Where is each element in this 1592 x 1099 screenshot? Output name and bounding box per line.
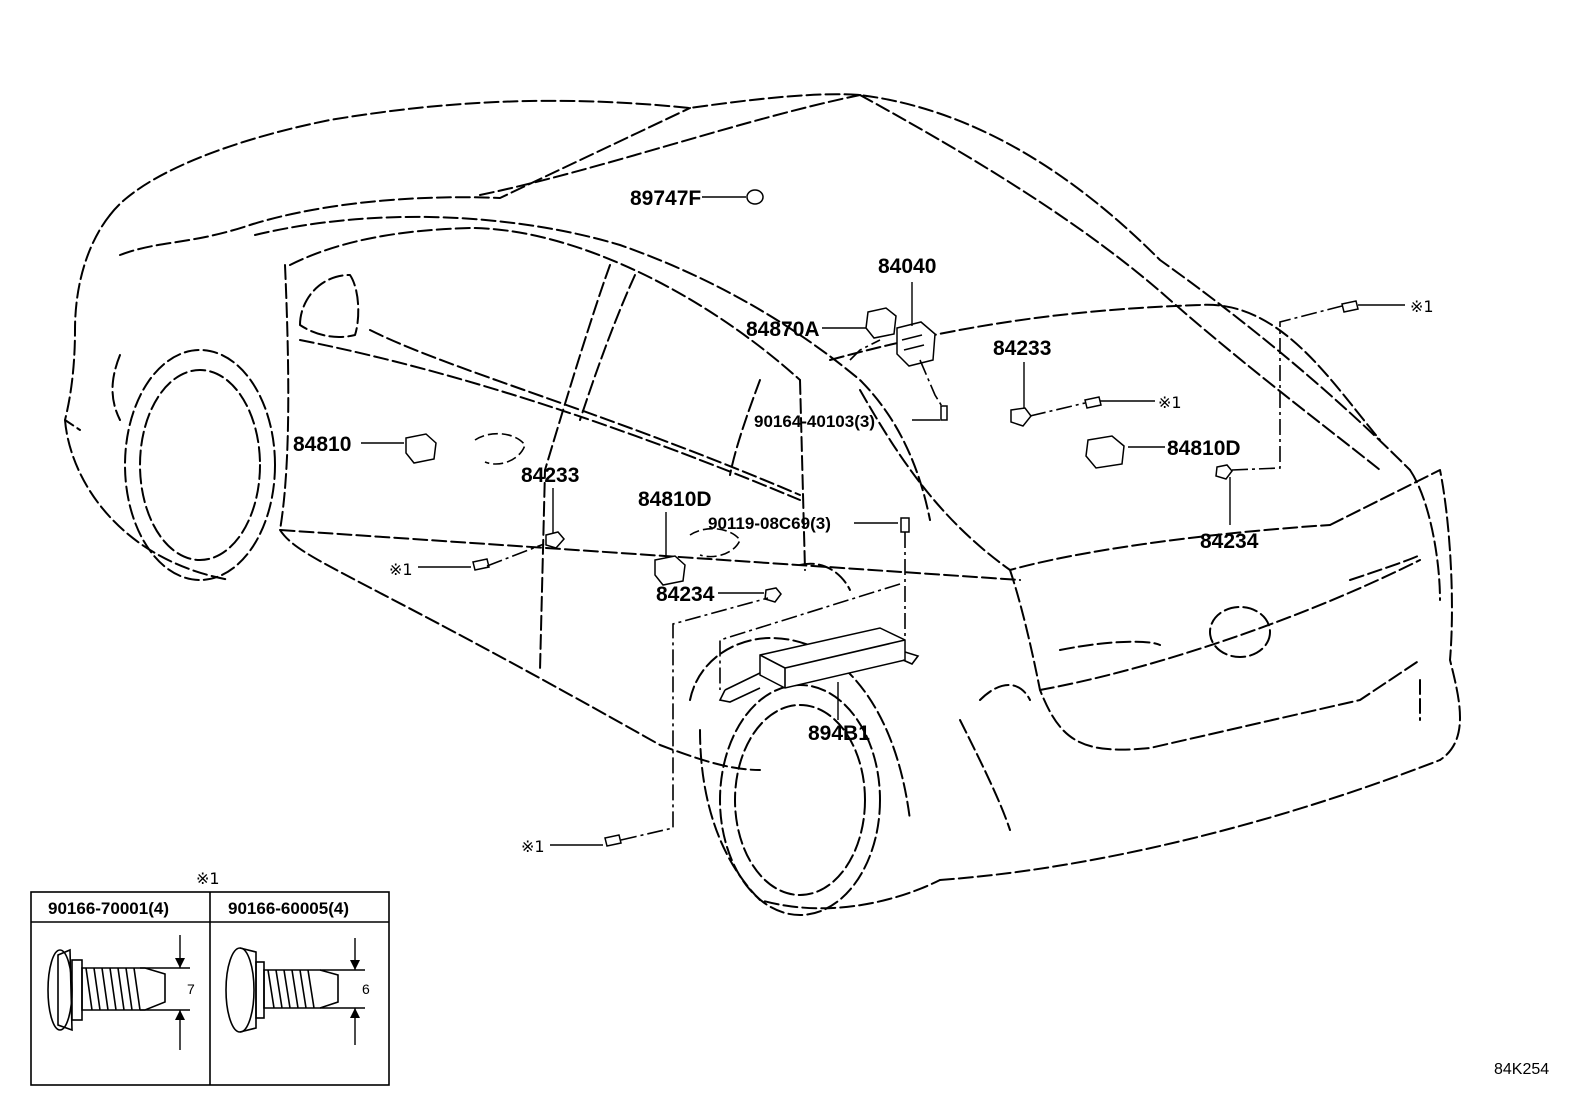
screw-part-1: 90166-70001(4) bbox=[48, 899, 169, 918]
screw-part-2: 90166-60005(4) bbox=[228, 899, 349, 918]
screw-mark-a bbox=[1084, 396, 1102, 409]
callout-84234-right: 84234 bbox=[1200, 530, 1259, 553]
plug-89747F bbox=[746, 189, 764, 205]
part-glyphs bbox=[405, 189, 1359, 847]
screw-drawing-2: 6 bbox=[225, 938, 370, 1045]
note-mark-bottom: ※1 bbox=[521, 837, 545, 856]
mounting-chain-lines bbox=[486, 305, 1343, 841]
switch-84810D-left bbox=[654, 555, 686, 586]
screw-90164 bbox=[940, 405, 948, 421]
ecu-894B1 bbox=[718, 627, 920, 703]
screw-drawing-1: 7 bbox=[47, 935, 195, 1050]
callout-90119-08C69: 90119-08C69(3) bbox=[708, 514, 831, 533]
screw-mark-c bbox=[472, 558, 490, 571]
callout-84810D-left: 84810D bbox=[638, 488, 712, 511]
callout-84040: 84040 bbox=[878, 255, 936, 278]
note-mark-door: ※1 bbox=[389, 560, 413, 579]
screw-table-title: ※1 bbox=[196, 869, 220, 888]
clip-84233-door bbox=[545, 531, 565, 549]
callout-84870A: 84870A bbox=[746, 318, 820, 341]
callout-89747F: 89747F bbox=[630, 187, 701, 210]
switch-84040 bbox=[896, 321, 936, 367]
screw-90119 bbox=[900, 517, 910, 533]
callout-90164-40103: 90164-40103(3) bbox=[754, 412, 875, 431]
callout-84810: 84810 bbox=[293, 433, 351, 456]
note-mark-top-right: ※1 bbox=[1410, 297, 1434, 316]
clip-84234-right bbox=[1215, 464, 1233, 480]
callout-894B1: 894B1 bbox=[808, 722, 870, 745]
diagram-code: 84K254 bbox=[1494, 1061, 1549, 1078]
note-mark-hood: ※1 bbox=[1158, 393, 1182, 412]
callout-labels: 89747F 84040 84870A 84233 90164-40103(3)… bbox=[293, 187, 1259, 745]
callout-84234-left: 84234 bbox=[656, 583, 715, 606]
callout-84233-door: 84233 bbox=[521, 464, 579, 487]
clip-84234-left bbox=[764, 587, 782, 603]
screw-dim-1: 7 bbox=[187, 981, 195, 997]
switch-84870A bbox=[865, 307, 897, 339]
leader-lines bbox=[361, 196, 1405, 846]
switch-84810D-right bbox=[1085, 435, 1125, 469]
note-marks: ※1 ※1 ※1 ※1 bbox=[389, 297, 1434, 856]
callout-84233-top: 84233 bbox=[993, 337, 1051, 360]
clip-84233-top bbox=[1010, 407, 1032, 427]
screw-mark-d bbox=[604, 834, 622, 847]
screw-table: ※1 90166-70001(4) 90166-60005(4) 7 bbox=[30, 869, 390, 1086]
screw-dim-2: 6 bbox=[362, 981, 370, 997]
switch-84810 bbox=[405, 433, 437, 464]
screw-mark-b bbox=[1341, 300, 1359, 313]
car-outline bbox=[64, 93, 1461, 916]
callout-84810D-right: 84810D bbox=[1167, 437, 1241, 460]
